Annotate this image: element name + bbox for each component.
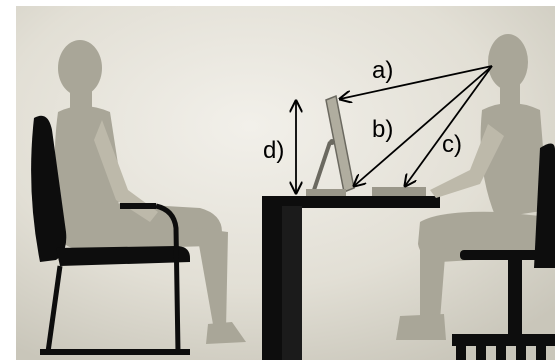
- seated-person-icon: [54, 40, 246, 344]
- arrow-c: [405, 65, 493, 186]
- seated-person-icon: [396, 34, 548, 340]
- label-b: b): [372, 116, 393, 143]
- label-d: d): [263, 137, 284, 164]
- left-border: [0, 0, 16, 360]
- label-a: a): [372, 57, 393, 84]
- sightline-arrows: [296, 65, 493, 193]
- office-chair-icon: [31, 115, 190, 355]
- top-border: [0, 0, 555, 6]
- arrow-b: [354, 65, 493, 186]
- swivel-chair-icon: [452, 143, 555, 360]
- keyboard-icon: [372, 187, 426, 196]
- label-c: c): [442, 131, 462, 158]
- arrow-a: [340, 65, 493, 99]
- desk-icon: [262, 196, 440, 360]
